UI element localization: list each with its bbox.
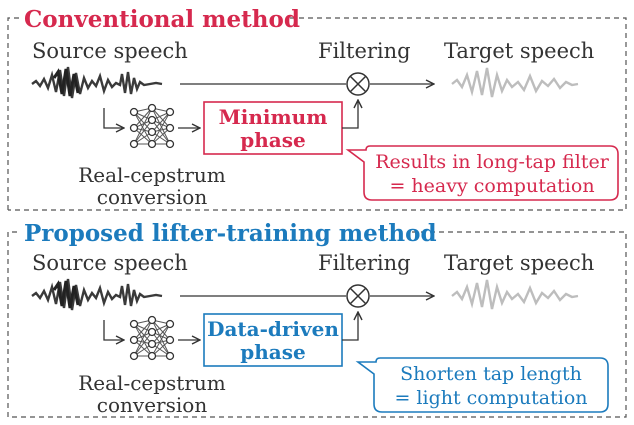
proposed-source-label: Source speech: [32, 251, 188, 275]
circled-times-icon: [346, 72, 370, 96]
conventional-frame: [7, 17, 627, 211]
proposed-callout-line2: = light computation: [394, 387, 587, 409]
conventional-title: Conventional method: [24, 6, 300, 33]
speech-waveform-icon: [451, 279, 579, 310]
proposed-callout-line1: Shorten tap length: [400, 363, 582, 385]
data-driven-phase-line1: Data-driven: [207, 317, 339, 341]
minimum-phase-box: [203, 101, 343, 155]
proposed-frame: [7, 231, 627, 418]
proposed-callout: [355, 357, 609, 413]
conventional-callout-line2: = heavy computation: [389, 175, 594, 197]
conventional-filtering-label: Filtering: [318, 39, 411, 63]
data-driven-phase-box: [203, 313, 343, 367]
conventional-network-label-line2: conversion: [97, 185, 208, 209]
proposed-filtering-label: Filtering: [318, 251, 411, 275]
minimum-phase-line2: phase: [240, 128, 305, 152]
proposed-title: Proposed lifter-training method: [24, 220, 437, 247]
proposed-network-label-line1: Real-cepstrum: [78, 371, 226, 395]
speech-waveform-icon: [31, 66, 163, 99]
circled-times-icon: [346, 284, 370, 308]
proposed-network-label-line2: conversion: [97, 393, 208, 417]
conventional-source-label: Source speech: [32, 39, 188, 63]
conventional-target-label: Target speech: [444, 39, 594, 63]
conventional-callout: [345, 145, 619, 201]
conventional-panel: Conventional method Source speech Filter…: [7, 6, 627, 211]
proposed-panel: Proposed lifter-training method Source s…: [7, 220, 627, 418]
neural-network-icon: [129, 103, 175, 149]
neural-network-icon: [129, 315, 175, 361]
speech-waveform-icon: [451, 67, 579, 98]
conventional-callout-line1: Results in long-tap filter: [375, 151, 610, 173]
proposed-target-label: Target speech: [444, 251, 594, 275]
speech-waveform-icon: [31, 278, 163, 311]
data-driven-phase-line2: phase: [240, 340, 305, 364]
conventional-network-label-line1: Real-cepstrum: [78, 163, 226, 187]
minimum-phase-line1: Minimum: [219, 105, 328, 129]
